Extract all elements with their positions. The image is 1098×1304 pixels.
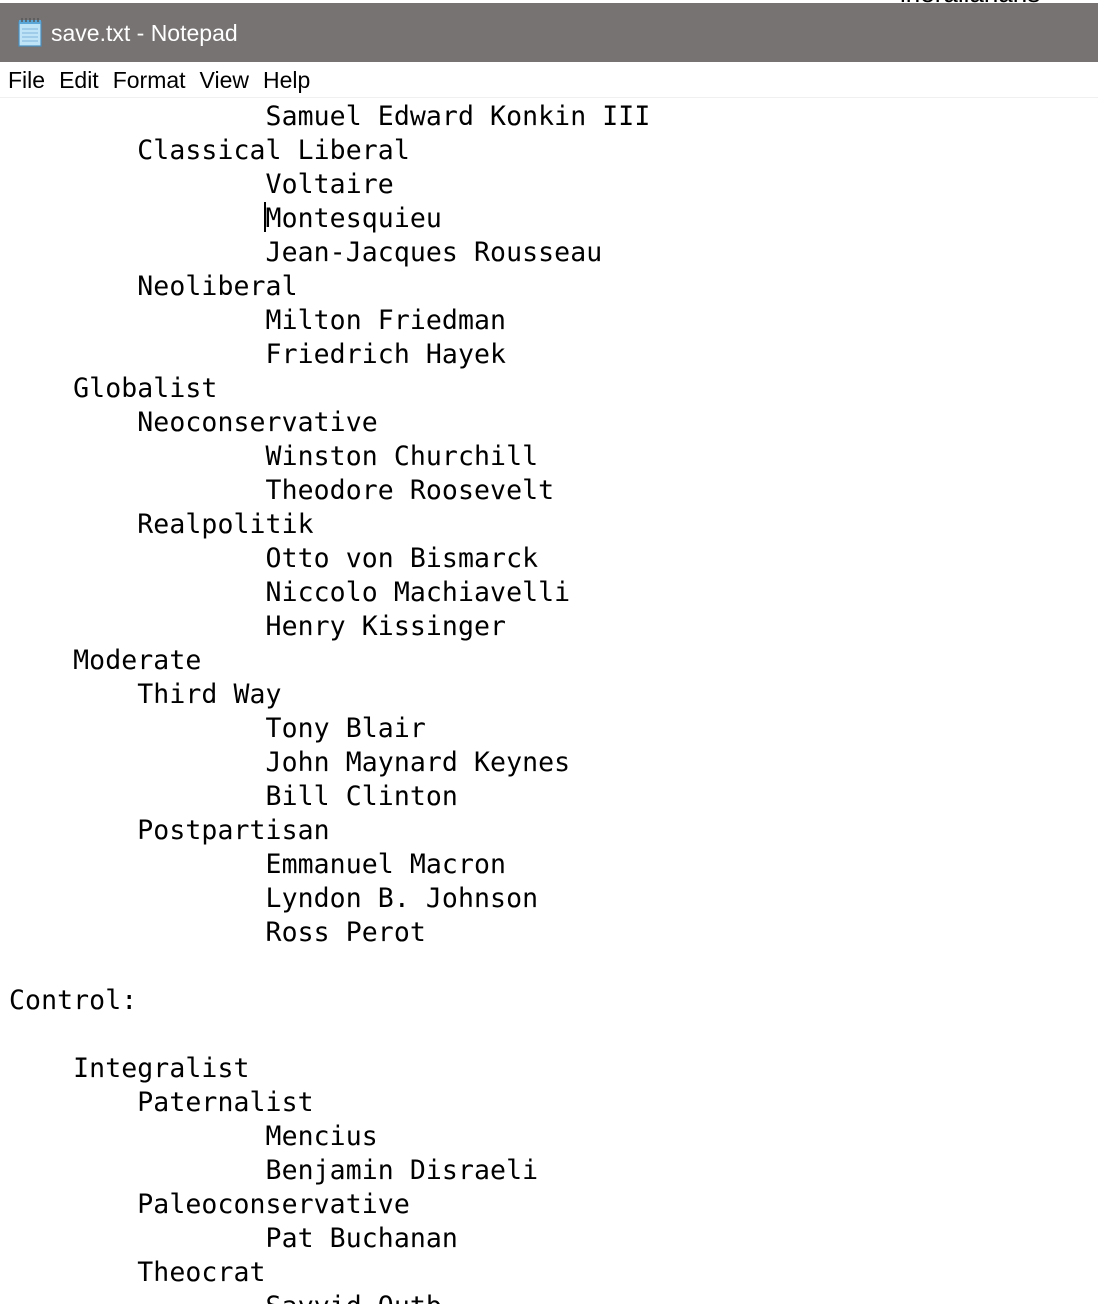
document-line: Paternalist [9,1087,314,1118]
title-bar[interactable]: ineralianans save.txt - Notepad [0,0,1098,62]
document-line: Control: [9,985,138,1016]
document-line: Otto von Bismarck [9,543,539,574]
document-text: Samuel Edward Konkin III Classical Liber… [9,100,650,1304]
text-editor-area[interactable]: Samuel Edward Konkin III Classical Liber… [0,98,1098,1304]
menu-help[interactable]: Help [262,66,311,93]
document-line: Henry Kissinger [9,611,507,642]
document-line: Mencius [9,1121,378,1152]
background-window-text-fragment: ineralianans [900,0,1040,9]
document-line: Emmanuel Macron [9,849,507,880]
document-line: Sayyid Qutb [9,1290,650,1304]
text-cursor [264,202,266,232]
document-line: Postpartisan [9,815,330,846]
document-line: Theocrat [9,1257,266,1288]
document-line: Third Way [9,679,282,710]
document-line: Montesquieu [9,203,442,234]
document-line: Milton Friedman [9,305,507,336]
menu-view[interactable]: View [199,66,249,93]
document-line: Ross Perot [9,917,426,948]
menu-file[interactable]: File [8,66,46,93]
menu-bar: File Edit Format View Help [0,62,1098,98]
document-line: Neoliberal [9,271,298,302]
menu-format[interactable]: Format [112,66,186,93]
document-line: Lyndon B. Johnson [9,883,539,914]
document-line: John Maynard Keynes [9,747,571,778]
document-line: Voltaire [9,169,394,200]
document-line: Jean-Jacques Rousseau [9,237,603,268]
document-line: Theodore Roosevelt [9,475,555,506]
document-line: Benjamin Disraeli [9,1155,539,1186]
document-line: Pat Buchanan [9,1223,458,1254]
document-line: Integralist [9,1053,250,1084]
menu-edit[interactable]: Edit [59,66,99,93]
document-line: Samuel Edward Konkin III [9,101,651,132]
document-line: Neoconservative [9,407,378,438]
notepad-icon [18,18,42,47]
document-line [9,950,650,984]
document-line: Paleoconservative [9,1189,410,1220]
document-line: Tony Blair [9,713,426,744]
document-line: Niccolo Machiavelli [9,577,571,608]
document-line: Classical Liberal [9,135,410,166]
document-line: Bill Clinton [9,781,458,812]
document-line: Globalist [9,373,218,404]
title-bar-top-edge: ineralianans [0,0,1098,8]
document-line: Moderate [9,645,202,676]
document-line: Realpolitik [9,509,314,540]
document-line: Winston Churchill [9,441,539,472]
window-title: save.txt - Notepad [51,20,238,46]
document-line: Friedrich Hayek [9,339,507,370]
document-line [9,1018,650,1052]
